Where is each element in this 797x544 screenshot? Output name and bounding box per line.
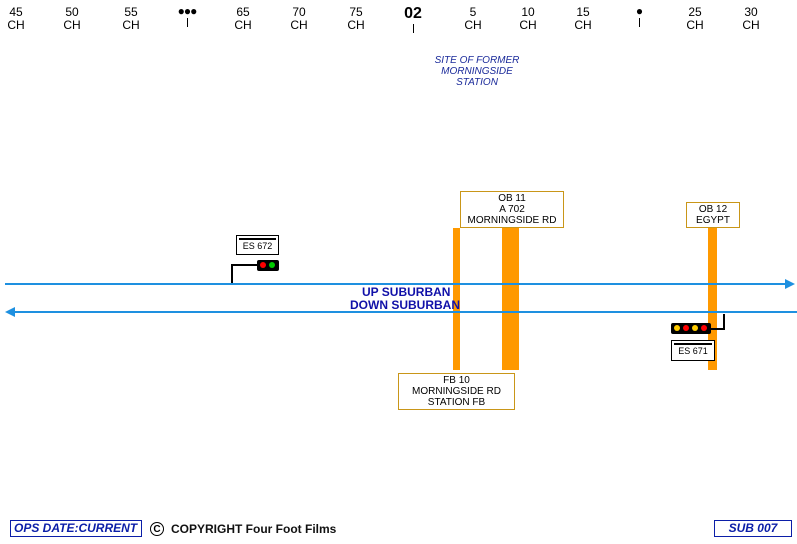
signal-arm: [231, 264, 257, 266]
red-lamp-icon: [683, 325, 689, 331]
ops-date-badge: OPS DATE:CURRENT: [10, 520, 142, 537]
yellow-lamp-icon: [674, 325, 680, 331]
milepost-02: 02: [393, 6, 433, 33]
milepost-marker-one-dot: ●: [619, 5, 659, 27]
track-label-up: UP SUBURBAN: [362, 285, 451, 299]
track-up-suburban: [5, 283, 785, 285]
bridge-fb10: [453, 228, 460, 370]
track-label-down: DOWN SUBURBAN: [350, 298, 460, 312]
signal-plate-es672: ES 672: [236, 235, 279, 255]
milepost-marker-three-dots: ●●●: [167, 5, 207, 27]
signal-head-icon: [671, 323, 711, 334]
arrow-left-icon: [5, 307, 15, 317]
signal-plate-es671: ES 671: [671, 340, 715, 361]
red-lamp-icon: [260, 262, 266, 268]
bridge-ob12: [708, 228, 717, 370]
bridge-ob11: [502, 228, 519, 370]
green-lamp-icon: [269, 262, 275, 268]
signal-arm: [710, 328, 725, 330]
signal-post: [231, 264, 233, 283]
track-down-suburban: [15, 311, 797, 313]
signal-head-icon: [257, 260, 279, 271]
red-lamp-icon: [701, 325, 707, 331]
sheet-number-badge: SUB 007: [714, 520, 792, 537]
copyright-text: COPYRIGHT Four Foot Films: [171, 522, 337, 536]
yellow-lamp-icon: [692, 325, 698, 331]
signal-post: [723, 314, 725, 330]
arrow-right-icon: [785, 279, 795, 289]
copyright-icon: C: [150, 522, 164, 536]
